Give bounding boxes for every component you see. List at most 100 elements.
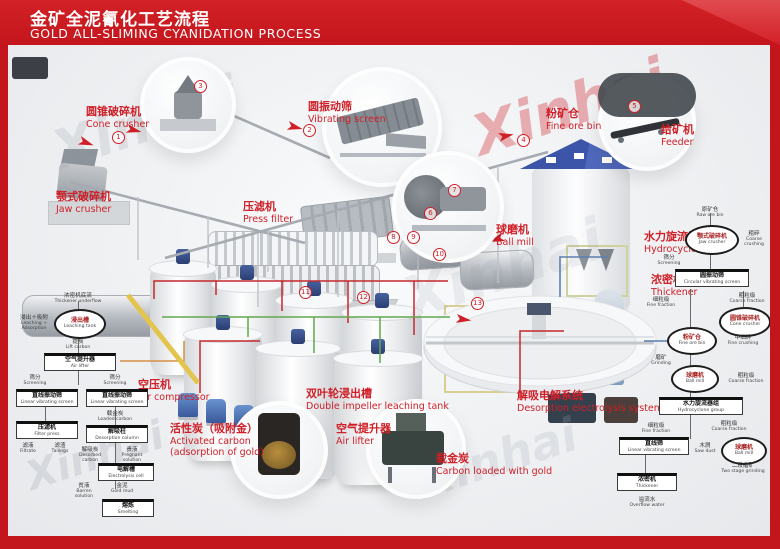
- flow-cone-crusher-en: Cone crusher: [729, 321, 761, 327]
- flow-two-stage-cn: 二段磨矿: [731, 463, 755, 469]
- jaw-crusher-graphic: [48, 145, 132, 231]
- flow-hydrocyclone-group-en: Hydrocyclone group: [677, 407, 725, 413]
- flow-node-tailings: 滤渣 Tailings: [46, 443, 74, 454]
- flow-fine-fraction-en: Fine fraction: [646, 303, 676, 309]
- flow-node-coarse-fraction: 粗粒级 Coarse fraction: [725, 293, 769, 304]
- press-filter-plates-upper: [208, 231, 378, 267]
- flow-node-screening1: 筛分 Screening: [20, 375, 50, 386]
- label-jaw-crusher-en: Jaw crusher: [56, 203, 112, 215]
- label-cone-crusher: 圆锥破碎机 Cone crusher: [86, 105, 149, 130]
- flow-node-coarse-fraction2: 粗粒级 Coarse fraction: [707, 421, 751, 432]
- flow-node-cone-crusher: 圆锥破碎机 Cone crusher: [719, 307, 770, 337]
- label-thickener-en: Thickener: [651, 286, 698, 298]
- flow-node-fine-fraction: 细粒级 Fine fraction: [639, 297, 683, 308]
- flow-linear-screen-en: Linear vibrating screen: [627, 447, 681, 453]
- flow-desorbed-carbon-cn: 解吸炭: [81, 447, 99, 453]
- flow-jaw-crusher-cn: 颚式破碎机: [696, 233, 727, 241]
- flow-leaching-tank-cn: 浸出槽: [70, 317, 89, 325]
- desorption-frame: [444, 305, 522, 393]
- flow-node-thickener: 浓密机 Thickener: [617, 473, 677, 491]
- label-activated-carbon-en: Activated carbon (adsorption of gold): [170, 435, 264, 459]
- feeder-roller: [618, 137, 624, 143]
- flow-coarse-fraction-en: Coarse fraction: [729, 299, 765, 305]
- label-carbon-loaded: 载金炭 Carbon loaded with gold: [436, 452, 552, 477]
- flow-ball-mill-cn: 球磨机: [685, 372, 704, 380]
- flowchart-crushing-grinding: 原矿仓 Raw ore bin 颚式破碎机 Jaw crusher 粗碎 Coa…: [615, 205, 770, 515]
- flow-underflow-cn: 浓密机底流: [64, 293, 92, 299]
- inset-feeder: [598, 73, 696, 171]
- flow-raw-ore-bin-en: Raw ore bin: [696, 213, 724, 219]
- flow-node-leaching-tank: 浸出槽 Leaching tank: [54, 309, 106, 339]
- label-jaw-crusher-cn: 颚式破碎机: [56, 190, 111, 203]
- loaded-carbon-machine: [382, 431, 444, 465]
- flow-electrolysis-en: Electrolysis cell: [108, 473, 144, 479]
- flow-grinding-en: Grinding: [651, 361, 671, 367]
- flow-screening1-cn: 筛分: [29, 375, 41, 381]
- flow-node-linear-screen2: 直线振动筛 Linear vibrating screen: [86, 389, 148, 407]
- flow-filter-press-cn: 压滤机: [37, 424, 56, 431]
- flow-raw-ore-bin-cn: 原矿仓: [701, 207, 719, 213]
- flow-node-pregnant: 贵液 Pregnant solution: [114, 447, 150, 464]
- flow-connector: [645, 445, 646, 473]
- page-title-cn: 金矿全泥氰化工艺流程: [30, 10, 210, 30]
- flow-saw-dust-en: Saw dust: [694, 449, 716, 455]
- desorption-system-graphic: [444, 289, 644, 437]
- label-feeder: 给矿机 Feeder: [661, 123, 694, 148]
- flow-node-filter-press: 压滤机 Filter press: [16, 421, 78, 439]
- loaded-carbon-hopper: [396, 413, 426, 431]
- flow-node-barren: 贫液 Barren solution: [68, 483, 100, 500]
- flow-node-ball-mill: 球磨机 Ball mill: [671, 365, 719, 393]
- label-hydrocyclone-en: Hydrocyclone: [644, 243, 709, 255]
- label-vibrating-screen: 圆振动筛 Vibrating screen: [308, 100, 386, 125]
- flow-hydrocyclone-group-cn: 水力旋流器组: [682, 400, 719, 407]
- air-compressor-graphic: [178, 393, 198, 417]
- label-ball-mill-cn: 球磨机: [496, 223, 529, 236]
- flow-node-ball-mill2: 球磨机 Ball mill: [721, 437, 767, 465]
- flow-screening-cn: 筛分: [663, 255, 675, 261]
- label-air-compressor-en: Air compressor: [138, 391, 210, 403]
- flow-screening-en: Screening: [657, 261, 681, 267]
- step-marker-12: 12: [357, 291, 370, 304]
- label-cone-crusher-cn: 圆锥破碎机: [86, 105, 141, 118]
- flow-node-coarse-loop: 粗粒级 Coarse fraction: [723, 373, 769, 384]
- flow-lift-carbon-en: Lift carbon: [65, 345, 91, 351]
- feeder-bin-bottom: [598, 73, 696, 117]
- flow-cone-crusher-cn: 圆锥破碎机: [729, 315, 760, 323]
- mill-inset-base: [412, 225, 486, 231]
- flow-linear-screen1-en: Linear vibrating screen: [20, 399, 74, 405]
- label-leaching-tank: 双叶轮浸出槽 Double impeller leaching tank: [306, 387, 449, 412]
- flow-node-lift-carbon: 提炭 Lift carbon: [54, 339, 102, 350]
- flow-fine-ore-bin2-en: Fine ore bin: [678, 340, 706, 346]
- electrolysis-cabinet: [548, 393, 596, 423]
- bin-window: [602, 157, 612, 163]
- label-activated-carbon: 活性炭（吸附金） Activated carbon (adsorption of…: [170, 422, 308, 459]
- flow-circular-screen-en: Circular vibrating screen: [683, 279, 741, 285]
- flow-two-stage-en: Two stage grinding: [721, 469, 765, 475]
- flow-screening2-en: Screening: [103, 381, 127, 387]
- flow-ball-mill-en: Ball mill: [685, 378, 705, 384]
- flow-node-smelting: 熔炼 Smelting: [102, 499, 154, 517]
- flow-air-lifter-cn: 空气提升器: [64, 356, 95, 363]
- screen-inset-hopper: [386, 133, 426, 149]
- flow-grinding-cn: 磨矿: [655, 355, 667, 361]
- step-marker-13: 13: [471, 297, 484, 310]
- flow-node-fine-crushing: 中细碎 Fine crushing: [719, 335, 767, 346]
- label-air-lifter: 空气提升器 Air lifter: [336, 422, 391, 447]
- flow-screening2-cn: 筛分: [109, 375, 121, 381]
- flow-leach-adsorb-cn: 浸出＋吸附: [20, 315, 48, 321]
- flow-filter-press-en: Filter press: [34, 431, 60, 437]
- label-fine-ore-bin-cn: 粉矿仓: [546, 107, 579, 120]
- flow-node-coarse-crushing: 粗碎 Coarse crushing: [737, 231, 770, 248]
- flow-coarse-loop-cn: 粗粒级: [737, 373, 755, 379]
- carbon-gold-port: [262, 441, 296, 469]
- flow-coarse-fraction-cn: 粗粒级: [738, 293, 756, 299]
- flow-underflow-en: Thickener underflow: [54, 299, 102, 305]
- flow-tailings-cn: 滤渣: [54, 443, 66, 449]
- flow-thickener-en: Thickener: [635, 483, 659, 489]
- step-marker-3: 3: [194, 80, 207, 93]
- diagram-canvas: Xinhai Xinhai Xinhai Xinhai Xinhai: [8, 45, 770, 536]
- hydrocyclone-cone: [598, 249, 614, 271]
- page-title-en: GOLD ALL-SLIMING CYANIDATION PROCESS: [30, 26, 322, 41]
- flow-node-fine-ore-bin: 粉矿仓 Fine ore bin: [667, 327, 717, 355]
- flow-desorbed-carbon-en: Desorbed carbon: [78, 453, 102, 464]
